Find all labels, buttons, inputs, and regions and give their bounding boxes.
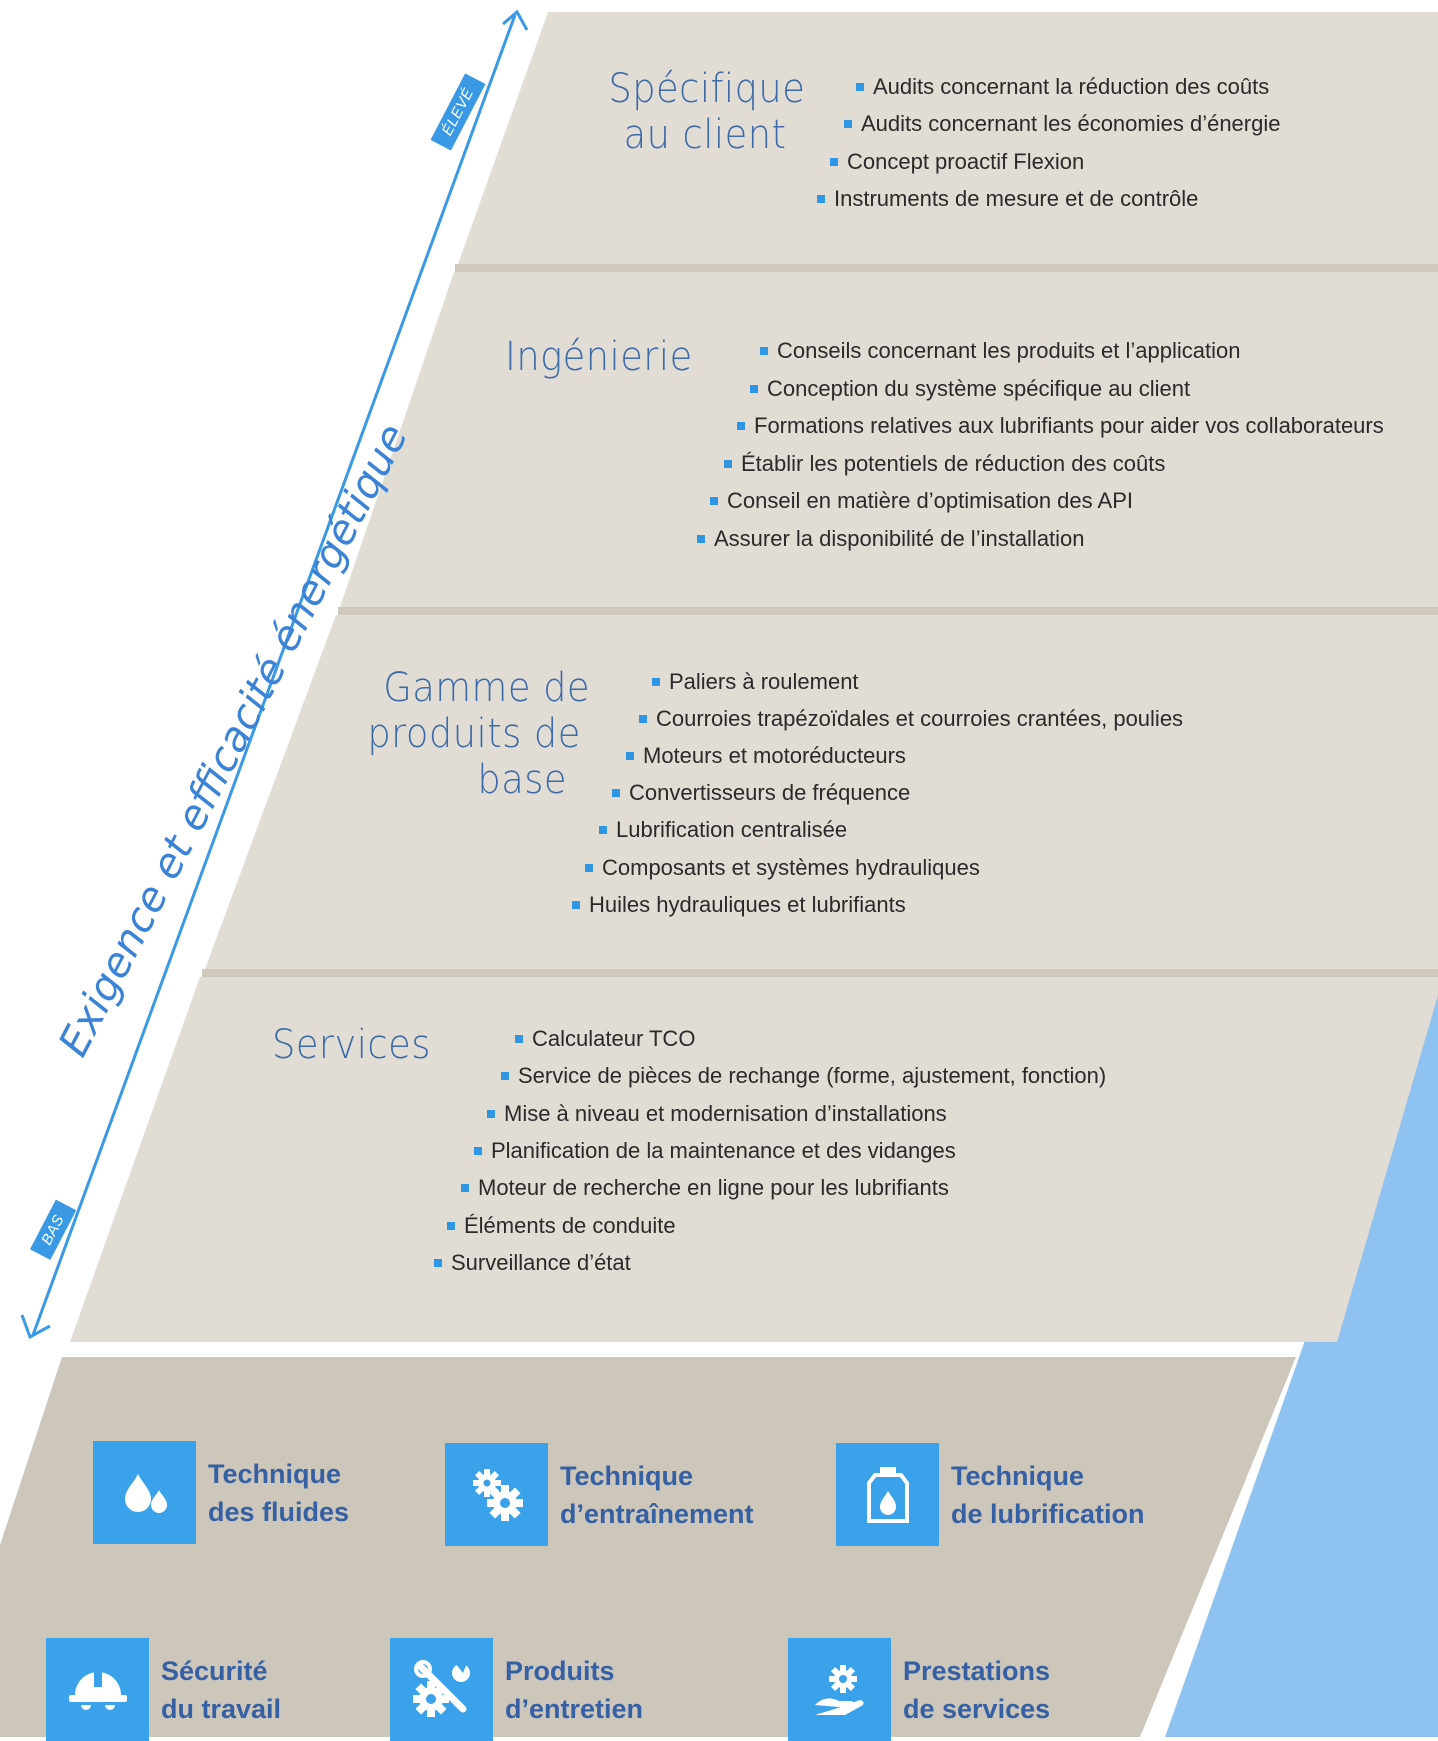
category-label: Produits bbox=[505, 1655, 615, 1686]
list-item: Éléments de conduite bbox=[447, 1213, 676, 1239]
category-securite-travail: Sécurité du travail bbox=[46, 1638, 381, 1741]
category-technique-lubrification: Technique de lubrification bbox=[836, 1443, 1171, 1546]
tier-title-line: base bbox=[477, 757, 567, 803]
oil-canister-icon bbox=[836, 1443, 939, 1546]
safety-helmet-icon bbox=[46, 1638, 149, 1741]
category-label: Technique bbox=[560, 1460, 694, 1491]
tier-title-line: Ingénierie bbox=[505, 334, 693, 380]
tier-divider-3 bbox=[202, 969, 1438, 977]
list-item: Formations relatives aux lubrifiants pou… bbox=[737, 413, 1384, 439]
tier-panel-2 bbox=[340, 272, 1438, 607]
list-item: Service de pièces de rechange (forme, aj… bbox=[501, 1063, 1106, 1089]
bottom-panel bbox=[0, 1357, 1296, 1737]
list-item: Moteurs et motoréducteurs bbox=[626, 743, 906, 769]
list-item: Lubrification centralisée bbox=[599, 817, 847, 843]
category-label: du travail bbox=[161, 1693, 282, 1724]
tier-title-ingenierie: Ingénierie bbox=[505, 334, 693, 380]
tier-panel-4 bbox=[70, 977, 1438, 1342]
list-item: Audits concernant les économies d’énergi… bbox=[844, 111, 1280, 137]
list-item: Concept proactif Flexion bbox=[830, 149, 1084, 175]
category-label: Prestations bbox=[903, 1655, 1051, 1686]
list-item: Conseils concernant les produits et l’ap… bbox=[760, 338, 1240, 364]
tier-panel-3 bbox=[205, 615, 1438, 969]
list-item: Surveillance d’état bbox=[434, 1250, 631, 1276]
tier-divider-1 bbox=[455, 264, 1438, 272]
list-item: Instruments de mesure et de contrôle bbox=[817, 186, 1198, 212]
category-label: Sécurité bbox=[161, 1655, 268, 1686]
list-item: Conseil en matière d’optimisation des AP… bbox=[710, 488, 1133, 514]
list-item: Conception du système spécifique au clie… bbox=[750, 376, 1190, 402]
list-item: Moteur de recherche en ligne pour les lu… bbox=[461, 1175, 949, 1201]
service-hand-icon bbox=[788, 1638, 891, 1741]
axis-arrow-down bbox=[20, 1314, 51, 1340]
category-label: d’entretien bbox=[505, 1693, 644, 1724]
list-item: Composants et systèmes hydrauliques bbox=[585, 855, 980, 881]
category-label: des fluides bbox=[208, 1496, 350, 1527]
category-label: de services bbox=[903, 1693, 1051, 1724]
tier-title-line: Services bbox=[272, 1022, 431, 1068]
tier-title-line: au client bbox=[623, 112, 787, 158]
category-label: Technique bbox=[951, 1460, 1085, 1491]
list-item: Huiles hydrauliques et lubrifiants bbox=[572, 892, 906, 918]
category-label: de lubrification bbox=[951, 1498, 1145, 1529]
list-item: Mise à niveau et modernisation d’install… bbox=[487, 1101, 947, 1127]
tier-title-specifique: Spécifique au client bbox=[608, 66, 806, 158]
category-label: Technique bbox=[208, 1458, 342, 1489]
list-item: Convertisseurs de fréquence bbox=[612, 780, 910, 806]
list-item: Courroies trapézoïdales et courroies cra… bbox=[639, 706, 1183, 732]
tier-title-gamme: Gamme de produits de base bbox=[360, 665, 590, 803]
list-item: Planification de la maintenance et des v… bbox=[474, 1138, 956, 1164]
gears-icon bbox=[445, 1443, 548, 1546]
list-item: Assurer la disponibilité de l’installati… bbox=[697, 526, 1085, 552]
category-prestations-services: Prestations de services bbox=[788, 1638, 1123, 1741]
list-item: Audits concernant la réduction des coûts bbox=[856, 74, 1269, 100]
tier-title-line: Spécifique bbox=[608, 66, 806, 112]
axis-line bbox=[31, 14, 517, 1336]
tier-panel-1 bbox=[458, 12, 1438, 264]
wrench-gear-icon bbox=[390, 1638, 493, 1741]
category-technique-entrainement: Technique d’entraînement bbox=[445, 1443, 780, 1546]
category-label: d’entraînement bbox=[560, 1498, 754, 1529]
tier-title-services: Services bbox=[272, 1022, 431, 1068]
water-drops-icon bbox=[93, 1441, 196, 1544]
category-technique-fluides: Technique des fluides bbox=[93, 1441, 428, 1544]
axis-arrow-up bbox=[502, 9, 529, 31]
tier-title-line: produits de bbox=[367, 711, 581, 757]
tier-title-line: Gamme de bbox=[383, 665, 590, 711]
tier-divider-2 bbox=[338, 607, 1438, 615]
list-item: Calculateur TCO bbox=[515, 1026, 695, 1052]
category-produits-entretien: Produits d’entretien bbox=[390, 1638, 725, 1741]
list-item: Paliers à roulement bbox=[652, 669, 859, 695]
list-item: Établir les potentiels de réduction des … bbox=[724, 451, 1165, 477]
